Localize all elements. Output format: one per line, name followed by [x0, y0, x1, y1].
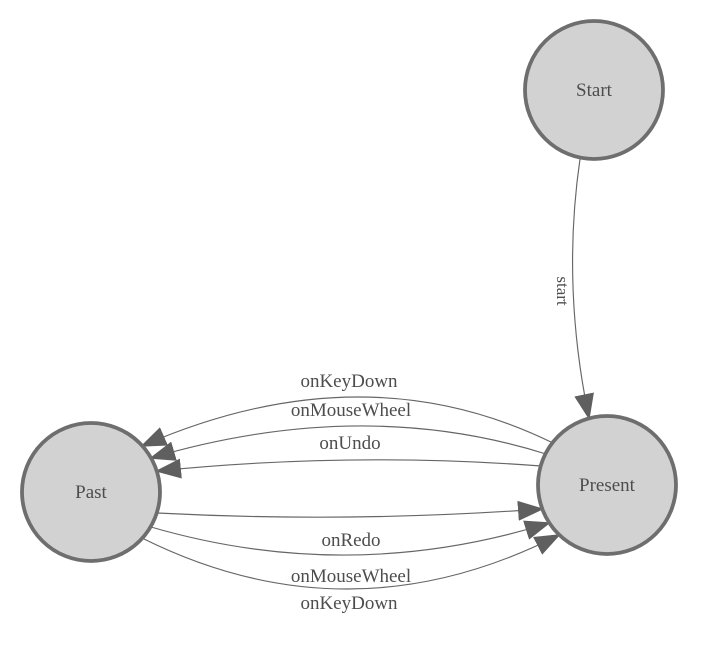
node-start-label: Start: [576, 80, 613, 101]
edge-onkeydown-present-to-past[interactable]: [140, 396, 554, 447]
edge-label-onmousewheel-bottom: onMouseWheel: [291, 566, 411, 587]
edge-label-onkeydown-bottom: onKeyDown: [300, 593, 398, 614]
node-start-circle[interactable]: [523, 19, 665, 161]
node-present-label: Present: [579, 475, 636, 496]
edge-start-to-present[interactable]: [571, 158, 594, 420]
edge-label-onmousewheel-top: onMouseWheel: [291, 400, 411, 421]
node-start[interactable]: Start: [523, 19, 665, 161]
node-past-circle[interactable]: [20, 421, 162, 563]
edge-onundo-present-to-past[interactable]: [155, 458, 542, 479]
edge-onkeydown-past-to-present[interactable]: [141, 534, 561, 590]
edge-onmousewheel-past-to-present[interactable]: [150, 520, 551, 556]
edge-onredo-past-to-present[interactable]: [156, 500, 544, 521]
edge-label-onundo: onUndo: [319, 433, 380, 454]
node-past[interactable]: Past: [20, 421, 162, 563]
edge-label-onkeydown-top: onKeyDown: [300, 371, 398, 392]
edge-label-start: start: [553, 276, 572, 306]
edge-onmousewheel-present-to-past[interactable]: [149, 425, 547, 461]
node-past-label: Past: [75, 482, 107, 503]
node-present-circle[interactable]: [536, 414, 678, 556]
node-present[interactable]: Present: [536, 414, 678, 556]
edge-label-onredo: onRedo: [321, 530, 380, 551]
